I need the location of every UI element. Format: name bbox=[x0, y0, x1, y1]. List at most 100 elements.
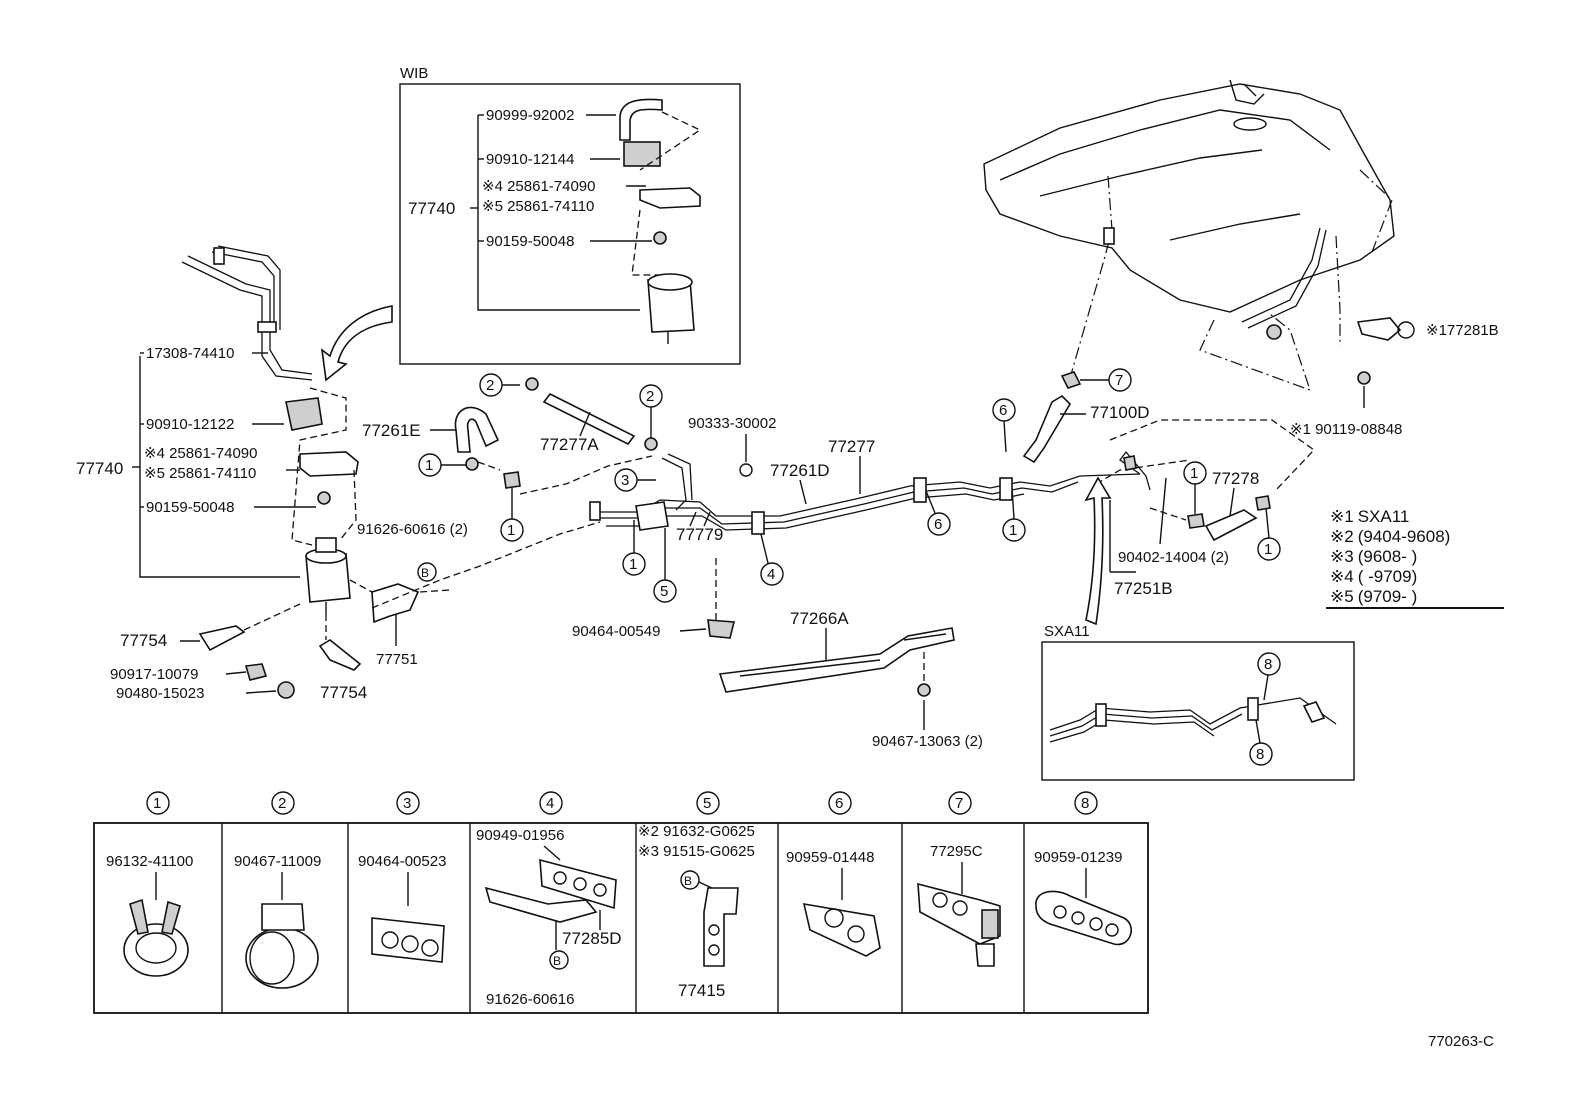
b-mark: B bbox=[421, 566, 429, 580]
hose-icon bbox=[1204, 509, 1258, 542]
hose-clamp-icon bbox=[123, 923, 189, 977]
clip-icon bbox=[1060, 371, 1082, 389]
bolt-icon bbox=[317, 491, 331, 505]
wib-label-5: 90159-50048 bbox=[486, 233, 574, 250]
sxa11-callout-2: 8 bbox=[1256, 746, 1264, 763]
svg-text:※3(9608- ): ※3(9608- ) bbox=[1330, 547, 1417, 566]
clamp-icon bbox=[703, 887, 739, 967]
bracket-icon bbox=[371, 583, 420, 624]
hose-icon bbox=[454, 406, 500, 453]
clamp-icon bbox=[1356, 317, 1402, 341]
legend-part-6: 90959-01448 bbox=[786, 849, 874, 866]
callout-1c: 6 bbox=[999, 402, 1007, 419]
left-label-8: 91626-60616 (2) bbox=[357, 521, 468, 538]
left-label-11: 90480-15023 bbox=[116, 685, 204, 702]
svg-text:※4( -9709): ※4( -9709) bbox=[1330, 567, 1417, 586]
left-label-3: ※4 25861-74090 bbox=[144, 445, 258, 462]
fuel-tank: ※177281B ※1 90119-08848 bbox=[983, 79, 1499, 438]
right-assembly: 77100D 77278 90402-14004 (2) 77251B bbox=[1022, 371, 1315, 626]
bracket-plate-icon bbox=[299, 451, 359, 477]
callout-4: 5 bbox=[660, 583, 668, 600]
legend-num-7: 7 bbox=[955, 795, 963, 812]
bracket-icon bbox=[484, 886, 598, 923]
legend-part-4b: 77285D bbox=[562, 929, 622, 948]
bolt-icon bbox=[917, 683, 931, 697]
bolt-icon bbox=[1357, 371, 1371, 385]
center-label-6: 90464-00549 bbox=[572, 623, 660, 640]
clamp-icon bbox=[917, 882, 1001, 945]
callout-7: 1 bbox=[1009, 522, 1017, 539]
hose-icon bbox=[198, 625, 246, 652]
fuel-pipe-bundle bbox=[589, 453, 1141, 535]
center-label-1: 77277A bbox=[540, 435, 599, 454]
b-mark-3: B bbox=[684, 874, 692, 888]
legend-part-2: 90467-11009 bbox=[234, 853, 321, 870]
wib-label-1: 90999-92002 bbox=[486, 107, 574, 124]
legend-num-3: 3 bbox=[403, 795, 411, 812]
left-label-1: 17308-74410 bbox=[146, 345, 234, 362]
wib-label-2: 90910-12144 bbox=[486, 151, 574, 168]
clip-icon bbox=[245, 927, 319, 989]
legend-num-5: 5 bbox=[703, 795, 711, 812]
clamp-icon bbox=[707, 619, 736, 639]
callout-3: 3 bbox=[621, 472, 629, 489]
legend-part-8: 90959-01239 bbox=[1034, 849, 1122, 866]
left-label-4: ※5 25861-74110 bbox=[144, 465, 256, 482]
left-label-7: 77261E bbox=[362, 421, 421, 440]
protector-icon bbox=[718, 627, 955, 693]
valve-icon bbox=[244, 663, 268, 681]
center-assembly: 2 1 2 1 3 1 5 4 6 6 1 7 1 1 bbox=[371, 368, 1281, 750]
hose-icon bbox=[318, 639, 362, 671]
left-label-12: 77754 bbox=[320, 683, 367, 702]
legend-part-5a: ※2 91632-G0625 bbox=[638, 823, 755, 840]
center-label-5: 77779 bbox=[676, 525, 723, 544]
callout-2b: 2 bbox=[646, 388, 654, 405]
legend-table: 1 2 3 4 5 6 7 8 96132-41100 90467-11009 … bbox=[93, 791, 1149, 1014]
note-mark-1: ※1 bbox=[1330, 507, 1354, 526]
left-assembly: 17308-74410 90910-12122 ※4 25861-74090 ※… bbox=[76, 245, 500, 702]
legend-part-1: 96132-41100 bbox=[106, 853, 193, 870]
callout-5: 1 bbox=[629, 556, 637, 573]
callout-1e: 1 bbox=[1190, 465, 1198, 482]
left-label-5: 90159-50048 bbox=[146, 499, 234, 516]
center-label-2: 90333-30002 bbox=[688, 415, 776, 432]
note-text-1: SXA11 bbox=[1358, 507, 1410, 526]
hose-icon bbox=[619, 98, 663, 141]
left-bracket bbox=[139, 356, 300, 578]
callout-1d: 7 bbox=[1115, 372, 1123, 389]
legend-part-4c: 91626-60616 bbox=[486, 991, 574, 1008]
center-label-4: 77261D bbox=[770, 461, 830, 480]
vsv-icon bbox=[623, 141, 661, 167]
callout-1: 1 bbox=[425, 457, 433, 474]
right-label-3: 90402-14004 (2) bbox=[1118, 549, 1229, 566]
callout-6b: 6 bbox=[934, 516, 942, 533]
diagram-code: 770263-C bbox=[1428, 1033, 1494, 1050]
center-label-3: 77277 bbox=[828, 437, 875, 456]
rod-icon bbox=[542, 392, 636, 446]
clamp-icon bbox=[371, 917, 445, 963]
arrow-icon bbox=[320, 305, 393, 382]
clamp-icon bbox=[802, 903, 881, 957]
legend-num-2: 2 bbox=[278, 795, 286, 812]
svg-text:※5(9709- ): ※5(9709- ) bbox=[1330, 587, 1417, 606]
hose-icon bbox=[1022, 394, 1072, 464]
wib-inset: WIB 90999-92002 90910-12144 ※4 25861-740… bbox=[399, 65, 741, 365]
left-label-13: 77751 bbox=[376, 651, 418, 668]
wib-frame bbox=[399, 83, 741, 365]
sxa11-callout-1: 8 bbox=[1264, 656, 1272, 673]
wib-label-4: ※5 25861-74110 bbox=[482, 198, 594, 215]
cap-icon bbox=[277, 681, 295, 699]
legend-num-1: 1 bbox=[153, 795, 161, 812]
left-label-2: 90910-12122 bbox=[146, 416, 234, 433]
legend-part-4a: 90949-01956 bbox=[476, 827, 564, 844]
legend-num-6: 6 bbox=[835, 795, 843, 812]
bolt-icon bbox=[653, 231, 667, 245]
legend-part-7: 77295C bbox=[930, 843, 983, 860]
note-text-4: ( -9709) bbox=[1358, 567, 1418, 586]
note-text-3: (9608- ) bbox=[1358, 547, 1418, 566]
arrow-icon bbox=[1084, 476, 1112, 626]
legend-part-5b: ※3 91515-G0625 bbox=[638, 843, 755, 860]
